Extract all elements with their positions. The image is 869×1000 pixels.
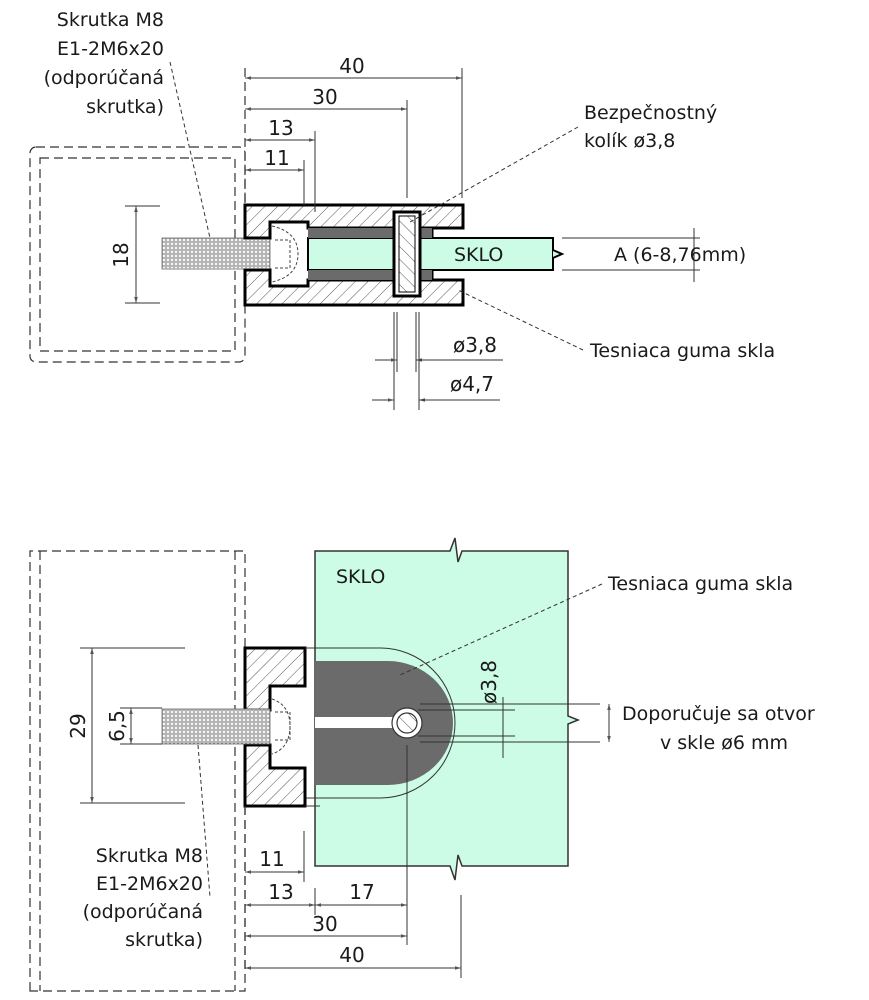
gasket-leader xyxy=(399,583,603,676)
screw-head xyxy=(271,698,291,755)
dim-29: 29 xyxy=(66,647,185,804)
dim-30-label: 30 xyxy=(312,85,337,109)
screw-label-line1: Skrutka M8 xyxy=(57,9,164,31)
post-outline-inner xyxy=(39,157,236,352)
gasket-label: Tesniaca guma skla xyxy=(607,573,793,595)
top-view: Skrutka M8 E1-2M6x20 (odporúčaná skrutka… xyxy=(29,9,775,410)
break-mark xyxy=(552,238,565,270)
hole-label-line2: v skle ø6 mm xyxy=(660,732,788,754)
thickness-label: A (6-8,76mm) xyxy=(614,244,746,266)
dim-13-label: 13 xyxy=(268,116,293,140)
dims-top: 40 30 13 11 xyxy=(244,54,463,212)
gasket-bottom xyxy=(308,270,432,280)
screw-thread xyxy=(161,708,271,745)
clamp-lower xyxy=(243,743,307,808)
screw-label-line2: E1-2M6x20 xyxy=(57,38,164,60)
screw-leader xyxy=(197,744,211,898)
glass-label: SKLO xyxy=(336,566,385,588)
dims-pin-hole: ø3,8 xyxy=(418,660,611,758)
screw-label-line3: (odporúčaná xyxy=(44,67,164,89)
gasket-label: Tesniaca guma skla xyxy=(589,340,775,362)
gasket-outline xyxy=(305,647,456,799)
dim-pin-dia-label: ø3,8 xyxy=(477,660,501,704)
dim-17-label: 17 xyxy=(349,880,374,904)
glass-panel xyxy=(307,237,554,271)
gasket-leader xyxy=(457,289,584,351)
dim-40-label: 40 xyxy=(339,943,364,967)
screw-label-line4: skrutka) xyxy=(86,96,164,118)
safety-pin xyxy=(396,712,418,734)
clamp-upper xyxy=(243,646,307,712)
gasket-top xyxy=(308,228,432,238)
pin-leader xyxy=(409,126,579,223)
dim-40-label: 40 xyxy=(339,54,364,78)
glass-label: SKLO xyxy=(454,244,503,266)
hole-label-line1: Doporučuje sa otvor xyxy=(622,703,815,725)
pin-label-line1: Bezpečnostný xyxy=(584,102,717,124)
dim-pin-dia-label: ø3,8 xyxy=(453,333,497,357)
dim-11-label: 11 xyxy=(264,146,289,170)
post-outline-outer xyxy=(29,550,246,992)
dim-30-label: 30 xyxy=(312,912,337,936)
screw-label-line3: (odporúčaná xyxy=(83,901,203,923)
dim-hole-dia-label: ø4,7 xyxy=(450,372,494,396)
dim-18: 18 xyxy=(109,205,160,304)
dim-13-label: 13 xyxy=(268,880,293,904)
dim-6-5-label: 6,5 xyxy=(105,710,129,742)
dim-29-label: 29 xyxy=(66,713,90,738)
screw-label-line4: skrutka) xyxy=(125,929,203,951)
safety-pin xyxy=(398,215,416,293)
screw-label-line1: Skrutka M8 xyxy=(96,845,203,867)
screw-thread xyxy=(161,237,271,270)
screw-head xyxy=(271,225,299,283)
dims-pin: ø3,8 ø4,7 xyxy=(372,312,503,410)
dim-11-label: 11 xyxy=(259,847,284,871)
screw-leader xyxy=(169,61,211,239)
dim-18-label: 18 xyxy=(109,242,133,267)
dims-bottom: 11 13 17 30 40 xyxy=(244,806,462,978)
screw-label-line2: E1-2M6x20 xyxy=(96,873,203,895)
dim-6-5: 6,5 xyxy=(105,707,162,745)
bottom-view: SKLO 29 6,5 xyxy=(29,537,815,992)
pin-label-line2: kolík ø3,8 xyxy=(584,130,675,152)
gasket-slot xyxy=(315,717,405,728)
